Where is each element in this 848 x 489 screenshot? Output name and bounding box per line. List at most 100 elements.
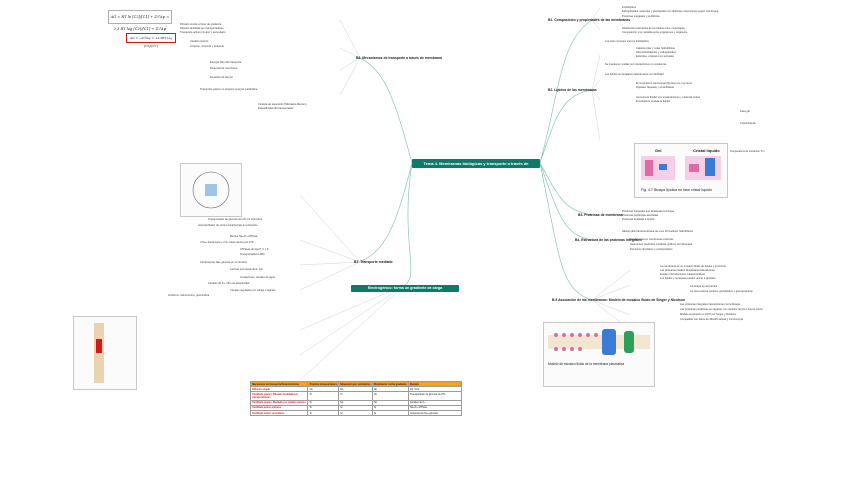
table-cell: Transportador de glucosa GLUT1 [408,392,461,400]
leaf-b7-6: Cotransporte Na+-glucosa en el intestino [200,261,247,264]
leaf-b5-9: Compatible con datos de difusión lateral… [680,318,743,321]
leaf-b7-0: Transportador de glucosa GLUT1 en eritro… [208,218,262,221]
leaf-b5-6: Las proteínas integrales interaccionan c… [680,303,740,306]
leaf-b7-5: Transportadores ABC [240,253,265,256]
leaf-b2-7: Flipasas, flopasas y scramblasas [636,86,674,89]
nernst-formula-1: ΔG = RT ln [C2]/[C1] + ZℱΔψ = 2,3 RT log… [108,10,172,24]
branch-header-b7[interactable]: B7. Transporte mediado [354,260,393,264]
fluid-mosaic-figure: Modelo de mosaico fluido de la membrana … [543,322,655,387]
branch-line-b2 [540,90,592,163]
membrane-phase-svg: Gel Cristal líquido Fig. 4.7 Bicapa lipí… [635,144,727,197]
table-cell: Sí [308,392,339,400]
leaf-b6-4: Uniporte, simporte y antiporte [190,45,224,48]
leaf-b2-3: Esteroles: colesterol en animales [636,55,674,58]
leaf-b1-2: Proteínas integrales y periféricas [622,15,660,18]
membrane-figure-caption: Fig. 4.7 Bicapa lipídica en fase cristal… [641,188,712,192]
leaf-b4-2: Segmentos predichos mediante gráficos de… [630,243,692,246]
branch-line-b6 [360,58,412,163]
leaf-b6-9: Cinética de saturación (Michaelis-Menten… [258,103,306,106]
branch-header-b6[interactable]: B6. Mecanismos de transporte a través de… [356,56,442,60]
leaf-b5-1: Las proteínas pueden desplazarse lateral… [660,269,715,272]
leaf-b7-2: Bomba Na+/K+ ATPasa [230,235,257,238]
branch-line-b3 [540,163,592,215]
transporter-figure [180,163,242,217]
leaf-b7-4: ATPasas de tipo P, V y F [240,248,268,251]
fluid-mosaic-svg: Modelo de mosaico fluido de la membrana … [544,323,654,386]
table-row: Facilitado pasivo: Difusión facilitada p… [251,392,462,400]
leaf-b7-3: 3 Na+ hacia fuera y 2 K+ hacia dentro po… [200,241,254,244]
leaf-b2-6: El movimiento transversal (flip-flop) es… [636,82,692,85]
leaf-b5-5: La cara externa contiene glucolípidos y … [690,290,753,293]
table-cell: Sí [338,410,372,415]
mosaic-figure-caption: Modelo de mosaico fluido de la membrana … [548,362,624,366]
leaf-b2-9: El colesterol modula la fluidez [636,100,670,103]
leaf-b4-3: Dominios citosólicos y extracelulares [630,248,672,251]
leaf-b7-8: Acuaporinas: canales de agua [240,276,275,279]
leaf-b6-2: Transporte activo primario y secundario [180,31,225,34]
leaf-b6-10: Especificidad del transportador [258,107,294,110]
transporter-svg [181,164,241,216]
pump-figure [73,316,137,390]
leaf-b6-7: Ecuación de Nernst [210,76,233,79]
leaf-b2-0: Los más comunes son los fosfolípidos [605,40,649,43]
leaf-b1-3: Distribución asimétrica de los lípidos e… [622,27,685,30]
pump-protein-icon [96,339,102,353]
leaf-b6-8: Transporte pasivo no requiere energía me… [200,88,257,91]
bilayer-icon [548,329,650,355]
branch-header-b1[interactable]: B1. Composición y propiedades de las mem… [548,18,630,22]
leaf-b5-8: Modelo propuesto en 1972 por Singer y Ni… [680,313,736,316]
leaf-b7-10: Canales regulados por voltaje o ligando [230,289,276,292]
leaf-b7-1: Intercambiador de cloruro-bicarbonato en… [198,224,258,227]
leaf-b5-4: La bicapa es asimétrica [690,285,717,288]
leaf-b7-7: Lactosa permeasa de E. coli [230,268,263,271]
table-cell: No [372,392,408,400]
leaf-b2-2: Glicerofosfolípidos y esfingolípidos [636,51,676,54]
leaf-b2-5: Los lípidos se desplazan lateralmente co… [605,73,664,76]
leaf-b3-2: Proteínas ancladas a lípidos [622,218,655,221]
leaf-b3-1: Proteínas periféricas asociadas [622,214,658,217]
table-cell: Sí [338,392,372,400]
liquid-label: Cristal líquido [693,148,720,153]
table-cell: Cotransporte Na+-glucosa [408,410,461,415]
leaf-b2-12: Temperatura de transición Tm [730,150,764,153]
leaf-b6-6: Potencial de membrana [210,67,237,70]
leaf-b1-0: Fosfolípidos [622,6,636,9]
leaf-b2-4: Se mantienen unidas por interacciones no… [605,63,667,66]
leaf-b4-0: Hélices alfa transmembrana de unos 20 re… [622,230,693,233]
leaf-b2-1: Cabeza polar y colas hidrofóbicas [636,47,675,50]
leaf-b2-10: Fase gel [740,110,750,113]
gel-label: Gel [655,148,661,153]
leaf-b6-5: Energía libre del transporte [210,61,241,64]
leaf-b4-1: Barriles beta en membranas externas [630,238,673,241]
branch-header-b5[interactable]: B.5 Asociación de las membranas: Modelo … [552,298,685,302]
liquid-bilayer-icon [685,156,721,180]
table-cell: Sí [308,410,339,415]
leaf-b5-7: Las proteínas periféricas se separan con… [680,308,762,311]
gel-bilayer-icon [641,156,675,180]
leaf-b7-9: Canales de K+: filtro de selectividad [208,282,249,285]
branch-line-b5 [540,163,592,300]
branch-header-b3[interactable]: B3. Proteínas de membrana [578,213,623,217]
leaf-b3-0: Proteínas integrales que atraviesan la b… [622,210,674,213]
leaf-b5-2: Existen microdominios: balsas lipídicas [660,273,705,276]
transporter-protein-icon [205,184,217,196]
nernst-formula-2: ΔG = −ZℱΔψ = +2,3RT log [C2]/[C1] [126,33,176,43]
table-cell: Facilitado activo secundario [251,410,308,415]
branch-header-b2[interactable]: B2. Lípidos de las membranas [548,88,597,92]
branch-line-b7 [360,163,412,262]
table-row: Facilitado activo secundario Sí Sí Sí Co… [251,410,462,415]
secondary-topic[interactable]: Electrogénico: forma un gradiente de car… [351,285,459,292]
leaf-b2-11: Cristal líquido [740,122,756,125]
leaf-b6-1: Difusión facilitada por transportadores [180,27,224,30]
membrane-phase-figure: Gel Cristal líquido Fig. 4.7 Bicapa lipí… [634,143,728,198]
leaf-b5-3: Los lípidos y proteínas pueden unirse a … [660,277,716,280]
leaf-b7-11: Ionóforos: valinomicina, gramicidina [168,294,209,297]
leaf-b6-0: Difusión simple a favor de gradiente [180,23,221,26]
leaf-b5-0: La membrana es un mosaico fluido de lípi… [660,265,726,268]
leaf-b1-4: Composición muy variable entre organismo… [622,31,687,34]
leaf-b6-3: Canales iónicos [190,40,208,43]
central-topic[interactable]: Tema 4. Membranas biológicas y transport… [412,159,540,168]
leaf-b1-1: Esfingolípidos, esteroles y glucolípidos… [622,10,718,13]
table-cell: Facilitado pasivo: Difusión facilitada p… [251,392,308,400]
transport-mechanisms-table: Mecanismo de transporte/Características … [250,381,462,416]
